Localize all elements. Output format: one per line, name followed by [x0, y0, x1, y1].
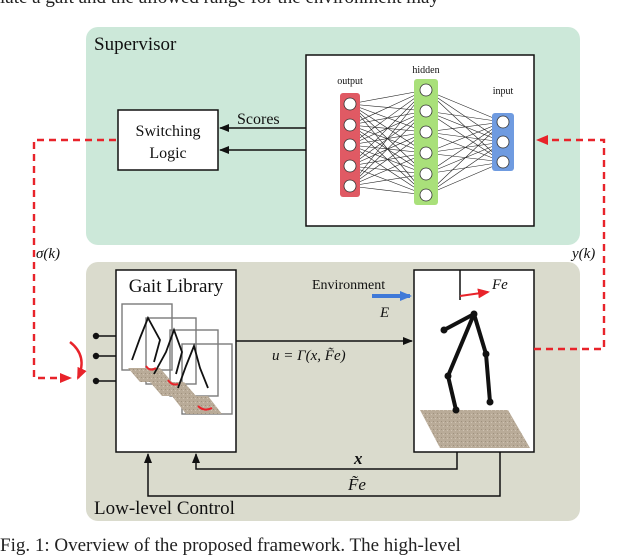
nn-edge: [349, 165, 427, 175]
gait-library-title: Gait Library: [129, 276, 224, 297]
nn-nodes: [343, 83, 510, 202]
nn-edge: [349, 124, 427, 196]
low-level-title: Low-level Control: [94, 498, 235, 519]
force-arrow: [459, 288, 490, 299]
figure-caption: Fig. 1: Overview of the proposed framewo…: [0, 535, 461, 556]
feedback-x-label: x: [353, 449, 363, 468]
nn-edge: [425, 141, 504, 175]
environment-symbol: E: [379, 305, 389, 321]
nn-node: [343, 97, 357, 111]
switching-logic-box: [117, 109, 219, 171]
nn-node: [496, 155, 510, 169]
sigma-dashed-path: [32, 138, 116, 383]
nn-edge: [349, 89, 427, 167]
y-label: y(k): [570, 246, 595, 262]
nn-edge: [425, 89, 504, 143]
nn-edge: [349, 131, 427, 187]
nn-edge: [425, 121, 504, 175]
sigma-label: σ(k): [36, 246, 60, 262]
feedback-fe-line: [144, 452, 501, 497]
nn-edge: [349, 131, 427, 167]
nn-edge: [425, 89, 504, 163]
control-law-label: u = Γ(x, F̃e): [272, 348, 346, 364]
nn-edge: [349, 165, 427, 196]
gait-ground-patches: [128, 368, 222, 414]
nn-edge: [425, 141, 504, 196]
switching-logic-line1: Switching: [136, 123, 201, 140]
nn-edge: [425, 110, 504, 123]
nn-edge: [349, 110, 427, 167]
nn-node: [419, 83, 433, 97]
nn-node: [419, 146, 433, 160]
nn-edge: [425, 152, 504, 163]
nn-edge: [425, 121, 504, 196]
nn-label-output: output: [337, 76, 363, 87]
nn-edge: [425, 161, 504, 196]
nn-node: [419, 167, 433, 181]
nn-node: [343, 179, 357, 193]
nn-label-input: input: [493, 86, 514, 97]
nn-connections: [349, 89, 504, 196]
nn-edge: [349, 89, 427, 105]
nn-edge: [425, 110, 504, 163]
nn-node: [496, 115, 510, 129]
nn-hidden-layer: [414, 79, 438, 205]
robot-ground: [420, 410, 530, 448]
nn-label-hidden: hidden: [412, 65, 439, 76]
nn-edge: [349, 124, 427, 175]
feedback-fe-label: F̃e: [347, 475, 366, 494]
nn-edge: [349, 124, 427, 154]
nn-edge: [425, 110, 504, 143]
nn-edge: [349, 152, 427, 167]
nn-edge: [425, 89, 504, 123]
nn-node: [419, 188, 433, 202]
nn-edge: [349, 89, 427, 187]
nn-node: [343, 118, 357, 132]
nn-edge: [349, 89, 427, 126]
nn-node: [343, 159, 357, 173]
y-dashed-path: [534, 135, 606, 351]
nn-edge: [349, 152, 427, 187]
nn-edge: [349, 124, 427, 133]
supervisor-title: Supervisor: [94, 34, 177, 55]
nn-edge: [349, 110, 427, 126]
force-symbol: Fe: [491, 277, 508, 293]
switch-selector-arrow: [69, 341, 87, 380]
gait-library-box: [115, 269, 237, 453]
nn-edge: [349, 110, 427, 187]
gait-red-arrows: [145, 365, 213, 411]
environment-label: Environment: [312, 278, 385, 293]
nn-edge: [425, 141, 504, 154]
nn-node: [496, 135, 510, 149]
nn-edge: [425, 131, 504, 143]
nn-edge: [425, 161, 504, 175]
nn-node: [343, 138, 357, 152]
switch-inputs: [92, 332, 116, 385]
gait-stick-figures: [131, 315, 209, 389]
scores-label: Scores: [237, 111, 280, 128]
switching-logic-line2: Logic: [149, 145, 186, 162]
feedback-x-line: [192, 452, 458, 470]
nn-edge: [425, 121, 504, 154]
nn-edge: [425, 121, 504, 133]
robot-stick-figure: [440, 310, 494, 414]
nn-node: [419, 125, 433, 139]
nn-edge: [425, 131, 504, 163]
nn-node: [419, 104, 433, 118]
nn-edge: [349, 173, 427, 187]
nn-edge: [349, 185, 427, 196]
caption-top-fragment: late a gait and the allowed range for th…: [0, 0, 640, 10]
nn-edge: [349, 89, 427, 146]
